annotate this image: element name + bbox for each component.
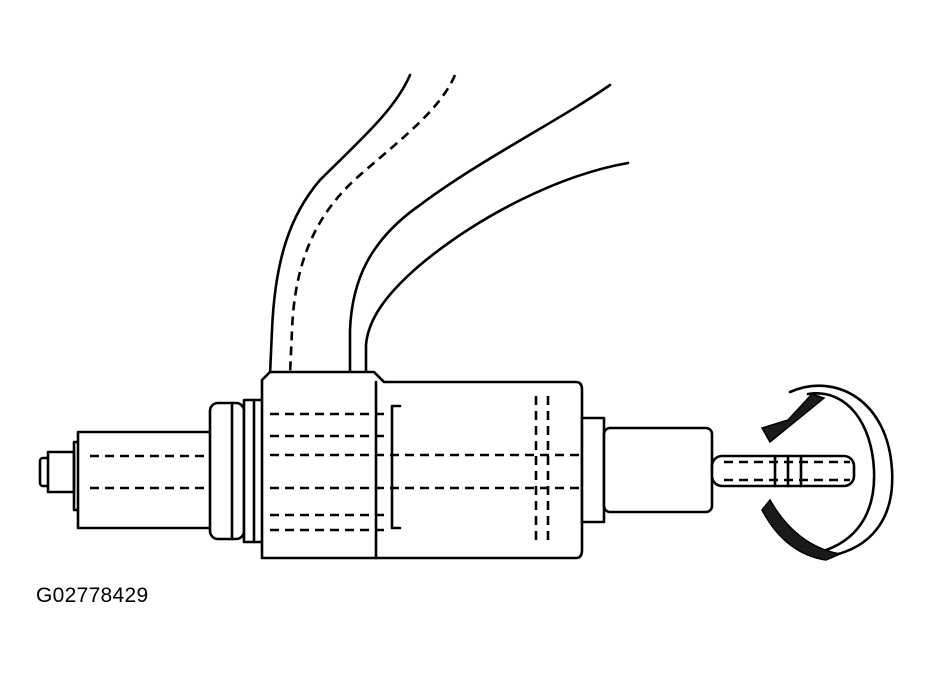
right-cylinder <box>602 426 714 514</box>
wire-harness <box>268 73 630 377</box>
flange-nut <box>208 401 246 541</box>
left-shaft-body <box>76 430 215 530</box>
figure-id-label: G02778429 <box>36 584 149 607</box>
main-body <box>260 370 584 560</box>
output-shaft <box>710 454 856 488</box>
right-step-ring <box>580 416 606 524</box>
rotation-arrow <box>760 384 894 561</box>
